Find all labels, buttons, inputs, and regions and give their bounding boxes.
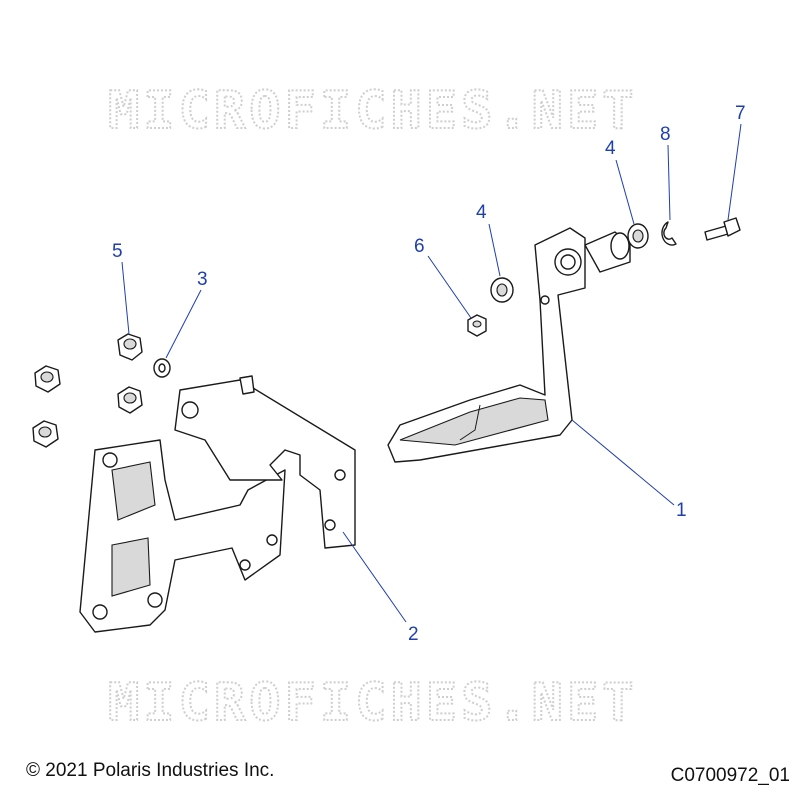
nut-part-5 — [117, 333, 143, 361]
mount-bracket-part-2 — [79, 375, 356, 633]
callouts: 1 2 3 4 4 5 6 7 8 — [112, 103, 746, 645]
callout-5: 5 — [112, 241, 123, 262]
nut-left-top — [34, 365, 61, 393]
watermark-top: MICROFICHES.NET — [108, 81, 638, 141]
nut-left-bottom — [32, 420, 59, 448]
nut-middle — [117, 386, 143, 414]
callout-4a: 4 — [476, 202, 487, 223]
leader-lines — [121, 123, 742, 623]
figure-id: C0700972_01 — [670, 765, 790, 786]
callout-6: 6 — [414, 236, 425, 257]
callout-8: 8 — [660, 124, 671, 145]
callout-3: 3 — [197, 269, 208, 290]
washer-part-3 — [153, 358, 171, 378]
brake-pedal-part-1 — [387, 227, 631, 463]
nut-part-6 — [467, 314, 487, 337]
watermark-bottom: MICROFICHES.NET — [108, 673, 638, 733]
bushing-part-4-upper — [627, 223, 649, 249]
copyright-text: © 2021 Polaris Industries Inc. — [26, 760, 275, 781]
callout-1: 1 — [676, 500, 687, 521]
callout-4b: 4 — [605, 138, 616, 159]
callout-7: 7 — [735, 103, 746, 124]
clip-part-8 — [661, 221, 677, 246]
callout-2: 2 — [408, 624, 419, 645]
bushing-part-4-lower — [490, 277, 514, 303]
pin-part-7 — [704, 217, 741, 241]
